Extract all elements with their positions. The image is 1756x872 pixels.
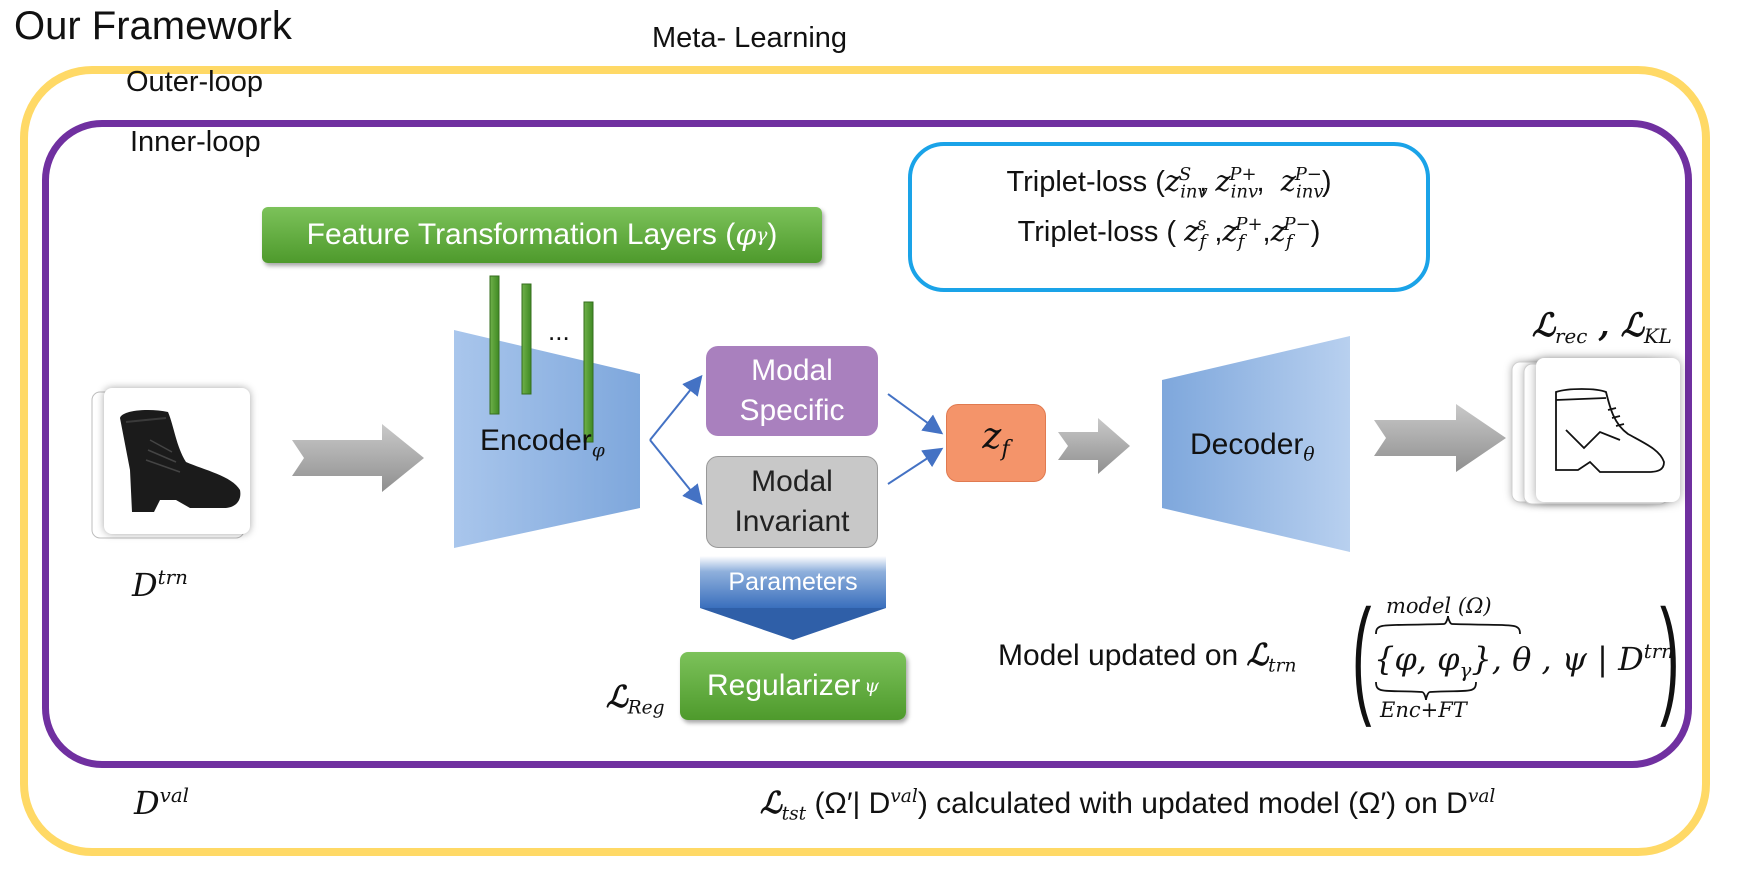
modal-invariant-node: Modal Invariant bbox=[706, 456, 878, 548]
under-brace-label: Enc+FT bbox=[1380, 698, 1467, 722]
page-title: Our Framework bbox=[14, 4, 292, 48]
parameters-arrow-head bbox=[700, 608, 886, 640]
inner-loop-label: Inner-loop bbox=[130, 126, 261, 158]
parameter-set: {φ, φγ}, θ , ψ | Dtrn bbox=[1374, 640, 1674, 682]
triplet-loss-line-1: Triplet-loss (zinvS , zinvP+, zinvP−) bbox=[1006, 164, 1332, 203]
arrow-specific-to-zf bbox=[887, 393, 944, 435]
ft-layer-bar-1 bbox=[489, 275, 500, 415]
layers-ellipsis: ... bbox=[548, 316, 570, 346]
parameters-arrow: Parameters bbox=[700, 556, 886, 608]
d-trn-label: Dtrn bbox=[132, 566, 188, 604]
reconstruction-kl-losses: ℒrec , ℒKL bbox=[1532, 306, 1672, 348]
arrow-decoder-to-output bbox=[1374, 404, 1506, 472]
ft-layer-bar-2 bbox=[521, 283, 532, 395]
regularizer-node: Regularizer ψ bbox=[680, 652, 906, 720]
under-brace bbox=[1375, 681, 1477, 700]
over-brace-label: model (Ω) bbox=[1386, 594, 1492, 618]
arrow-encoder-to-invariant bbox=[649, 439, 703, 506]
outer-loop-label: Outer-loop bbox=[126, 66, 264, 98]
boot-photo-icon bbox=[120, 410, 241, 512]
modal-specific-node: Modal Specific bbox=[706, 346, 878, 436]
output-image-card bbox=[1511, 358, 1680, 505]
arrow-zf-to-decoder bbox=[1058, 418, 1130, 474]
close-paren: ) bbox=[1660, 582, 1680, 728]
decoder-label: Decoderθ bbox=[1190, 428, 1315, 466]
zf-node: zf bbox=[946, 404, 1046, 482]
d-val-label: Dval bbox=[134, 784, 190, 822]
over-brace bbox=[1375, 616, 1521, 635]
decoder-shape bbox=[1162, 336, 1350, 552]
arrow-invariant-to-zf bbox=[887, 447, 944, 485]
test-loss-description: ℒtst (Ω′| Dval) calculated with updated … bbox=[760, 786, 1496, 825]
arrow-encoder-to-specific bbox=[649, 374, 703, 441]
open-paren: ( bbox=[1352, 582, 1372, 728]
meta-learning-label: Meta- Learning bbox=[652, 22, 848, 54]
model-update-equation: Model updated on ℒtrn bbox=[998, 638, 1297, 677]
ft-layer-bar-3 bbox=[583, 301, 594, 443]
triplet-loss-box: Triplet-loss (zinvS , zinvP+, zinvP−) Tr… bbox=[908, 142, 1430, 292]
outer-loop-box bbox=[20, 66, 1710, 856]
arrow-input-to-encoder bbox=[292, 424, 424, 492]
boot-sketch-icon bbox=[1555, 388, 1665, 473]
l-reg-label: ℒReg bbox=[606, 680, 665, 719]
encoder-label: Encoderφ bbox=[480, 424, 605, 462]
inner-loop-box bbox=[42, 120, 1692, 768]
triplet-loss-line-2: Triplet-loss ( zfs ,zfP+,zfP−) bbox=[1017, 214, 1321, 253]
